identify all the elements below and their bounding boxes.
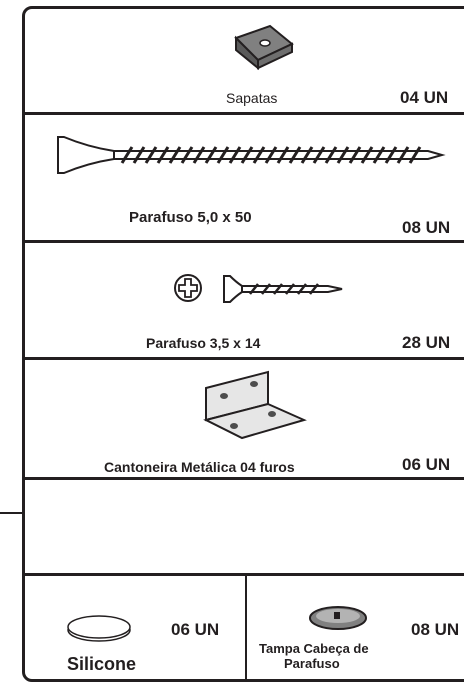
silicone-pad-icon <box>67 615 131 642</box>
item-label-line1: Tampa Cabeça de <box>259 641 369 656</box>
item-qty: 08 UN <box>402 218 451 237</box>
item-qty: 06 UN <box>171 620 220 639</box>
divider <box>22 357 464 360</box>
divider <box>22 112 464 115</box>
item-qty: 06 UN <box>402 455 451 474</box>
divider <box>22 573 464 576</box>
item-qty: 28 UN <box>402 333 451 352</box>
divider-vertical <box>245 575 247 681</box>
phillips-head-icon <box>174 274 202 302</box>
divider <box>22 240 464 243</box>
screw-cap-icon <box>309 606 367 630</box>
item-label: Silicone <box>67 654 137 674</box>
item-label-line2: Parafuso <box>284 656 340 671</box>
item-qty: 08 UN <box>411 620 460 639</box>
side-tick <box>0 512 22 514</box>
item-qty: 04 UN <box>400 88 449 107</box>
long-screw-icon <box>57 136 446 174</box>
item-label: Parafuso 5,0 x 50 <box>129 209 252 226</box>
item-label: Sapatas <box>226 90 278 106</box>
angle-bracket-icon <box>203 370 307 440</box>
divider <box>22 477 464 480</box>
item-label: Cantoneira Metálica 04 furos <box>104 459 295 475</box>
sapata-icon <box>234 24 294 71</box>
short-screw-icon <box>223 275 343 303</box>
item-label: Parafuso 3,5 x 14 <box>146 335 261 351</box>
